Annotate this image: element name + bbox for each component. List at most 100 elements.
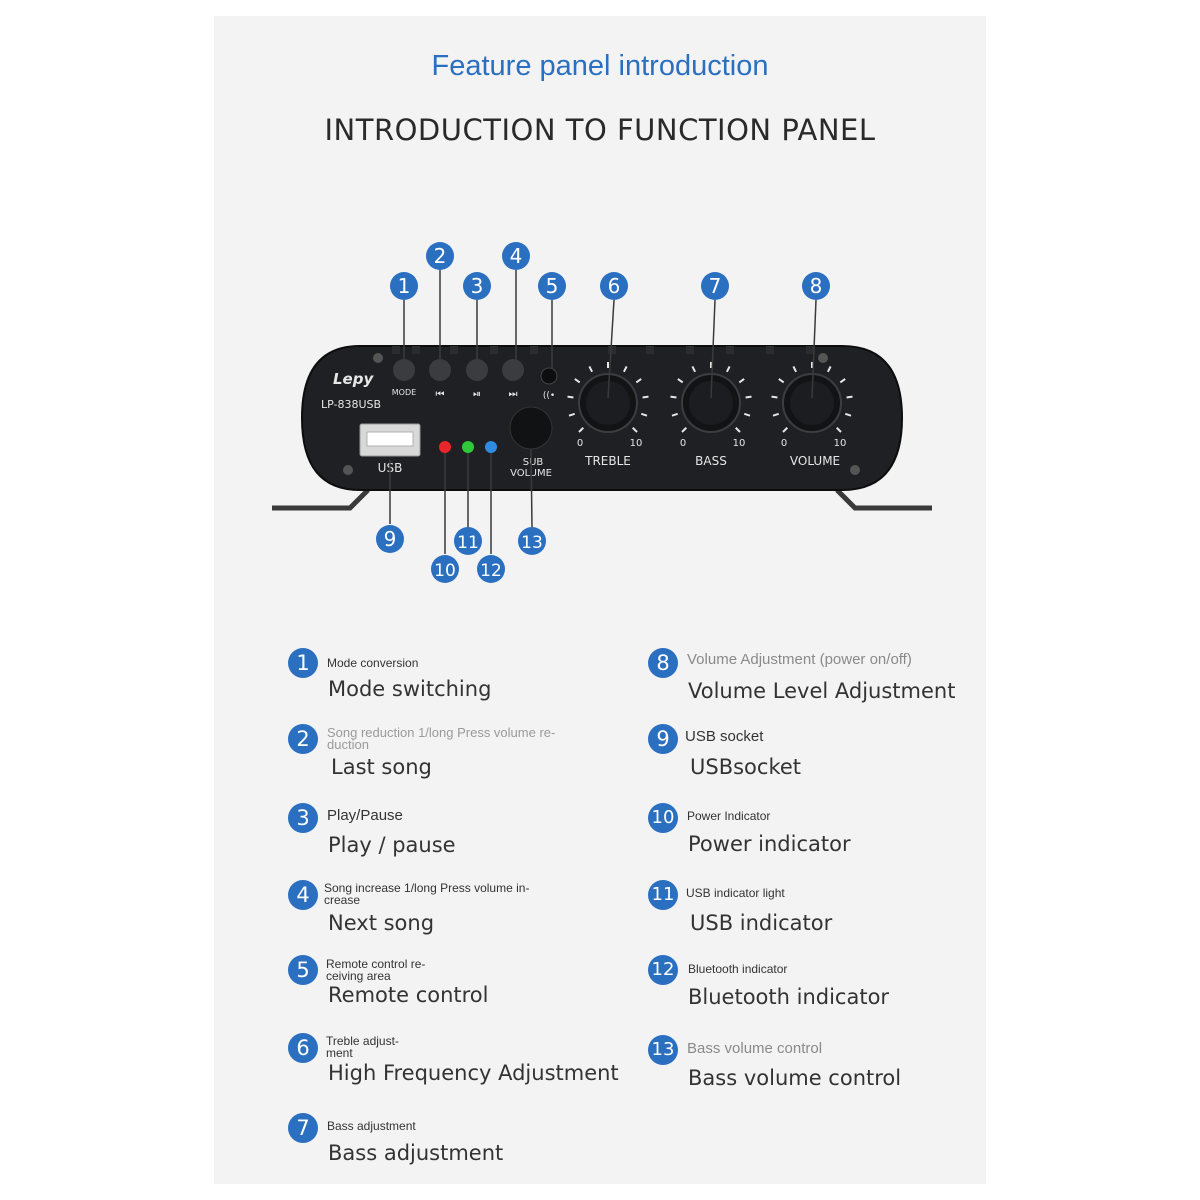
callout-badge xyxy=(502,242,530,270)
sub-volume-knob[interactable] xyxy=(509,406,553,450)
feature-small-label-continued: duction xyxy=(327,737,369,752)
callout-badge xyxy=(376,525,404,553)
feature-small-label: Power Indicator xyxy=(687,809,771,823)
feature-small-label: Song reduction 1/long Press volume re- xyxy=(327,725,556,740)
feature-main-label: Bluetooth indicator xyxy=(688,985,890,1009)
callout-number: 11 xyxy=(457,533,479,553)
left-foot xyxy=(272,488,370,511)
page-title: Feature panel introduction xyxy=(431,50,769,82)
feature-number-badge: 8 xyxy=(648,648,678,678)
feature-small-label-continued: ment xyxy=(326,1046,353,1060)
knob-tick xyxy=(640,412,648,417)
feature-number-badge: 7 xyxy=(288,1113,318,1143)
play-pause-button[interactable] xyxy=(466,359,488,381)
brand-logo: Lepy xyxy=(333,370,374,388)
panel-card xyxy=(214,16,986,1184)
callout-number: 4 xyxy=(510,244,523,268)
knob-min-label: 0 xyxy=(577,438,583,449)
mode-button[interactable] xyxy=(393,359,415,381)
feature-small-label: Play/Pause xyxy=(327,807,403,824)
callout-number: 13 xyxy=(521,533,543,553)
callout-number: 1 xyxy=(398,274,411,298)
knob-tick xyxy=(681,427,687,433)
feature-small-label-continued: crease xyxy=(324,893,361,907)
feature-main-label: Mode switching xyxy=(328,677,492,701)
feature-number-badge: 3 xyxy=(288,803,318,833)
knob-label: VOLUME xyxy=(790,454,840,468)
feature-small-label: Treble adjust- xyxy=(326,1034,399,1048)
feature-number-badge: 13 xyxy=(648,1035,678,1065)
feature-small-label: USB socket xyxy=(685,728,764,745)
knob-min-label: 0 xyxy=(680,438,686,449)
knob-tick xyxy=(671,412,679,417)
next-button[interactable] xyxy=(502,359,524,381)
feature-main-label: Remote control xyxy=(328,983,489,1007)
knob-tick xyxy=(567,395,574,399)
knob-label: TREBLE xyxy=(584,454,631,468)
callout-number: 5 xyxy=(546,274,559,298)
feature-main-label: Last song xyxy=(331,755,432,779)
knob-cap xyxy=(689,381,733,425)
feature-small-label: Bass adjustment xyxy=(327,1119,416,1133)
feature-main-label: Play / pause xyxy=(328,833,456,857)
knob-max-label: 10 xyxy=(733,438,746,449)
model-label: LP-838USB xyxy=(321,398,381,411)
knob-tick xyxy=(743,412,751,417)
knob-max-label: 10 xyxy=(834,438,847,449)
screw-icon xyxy=(850,465,860,475)
feature-number-badge: 1 xyxy=(288,648,318,678)
knob-tick xyxy=(632,427,638,433)
callout-badge xyxy=(463,272,491,300)
callout-badge xyxy=(477,555,505,583)
feature-small-label-continued: ceiving area xyxy=(326,969,391,983)
knob-tick xyxy=(771,395,778,399)
feature-number-badge: 9 xyxy=(648,724,678,754)
feature-number-badge: 4 xyxy=(288,880,318,910)
usb-led xyxy=(462,441,474,453)
feature-main-label: USB indicator xyxy=(690,911,833,935)
page-subtitle: INTRODUCTION TO FUNCTION PANEL xyxy=(324,113,876,147)
knob-tick xyxy=(677,378,684,384)
knob-tick xyxy=(622,366,628,373)
feature-main-label: Bass volume control xyxy=(688,1066,902,1090)
knob-tick xyxy=(782,427,788,433)
knob-tick xyxy=(792,366,798,373)
knob-tick xyxy=(578,427,584,433)
feature-small-label: USB indicator light xyxy=(686,886,785,900)
previous-icon: ⏮ xyxy=(436,389,445,400)
bluetooth-led xyxy=(485,441,497,453)
feature-main-label: Power indicator xyxy=(688,832,851,856)
knob-tick xyxy=(691,366,697,373)
knob-tick xyxy=(778,378,785,384)
knob-min-label: 0 xyxy=(781,438,787,449)
feature-main-label: Next song xyxy=(328,911,435,935)
callout-badge xyxy=(426,242,454,270)
knob-tick xyxy=(826,366,832,373)
feature-number-badge: 12 xyxy=(648,955,678,985)
screw-icon xyxy=(818,353,828,363)
feature-main-label: Bass adjustment xyxy=(328,1141,504,1165)
callout-lines xyxy=(389,270,817,554)
heat-fins xyxy=(392,346,814,354)
knob-tick xyxy=(588,366,594,373)
callout-number: 9 xyxy=(384,527,397,551)
callout-badge xyxy=(390,272,418,300)
knob-tick xyxy=(574,378,581,384)
knob-cap xyxy=(790,381,834,425)
power-led xyxy=(439,441,451,453)
knob-tick xyxy=(735,427,741,433)
callout-badge xyxy=(802,272,830,300)
amplifier-diagram: Lepy LP-838USB MODE ⏮ ⏯ ⏭ ((• USB SUB VO… xyxy=(272,242,932,583)
callout-number: 12 xyxy=(480,561,502,581)
knob-tick xyxy=(725,366,731,373)
knob-tick xyxy=(745,395,752,399)
callout-badge xyxy=(701,272,729,300)
callout-number: 8 xyxy=(810,274,823,298)
screw-icon xyxy=(343,465,353,475)
previous-button[interactable] xyxy=(429,359,451,381)
knob-tick xyxy=(568,412,576,417)
callout-number: 10 xyxy=(434,561,456,581)
knob-tick xyxy=(836,427,842,433)
